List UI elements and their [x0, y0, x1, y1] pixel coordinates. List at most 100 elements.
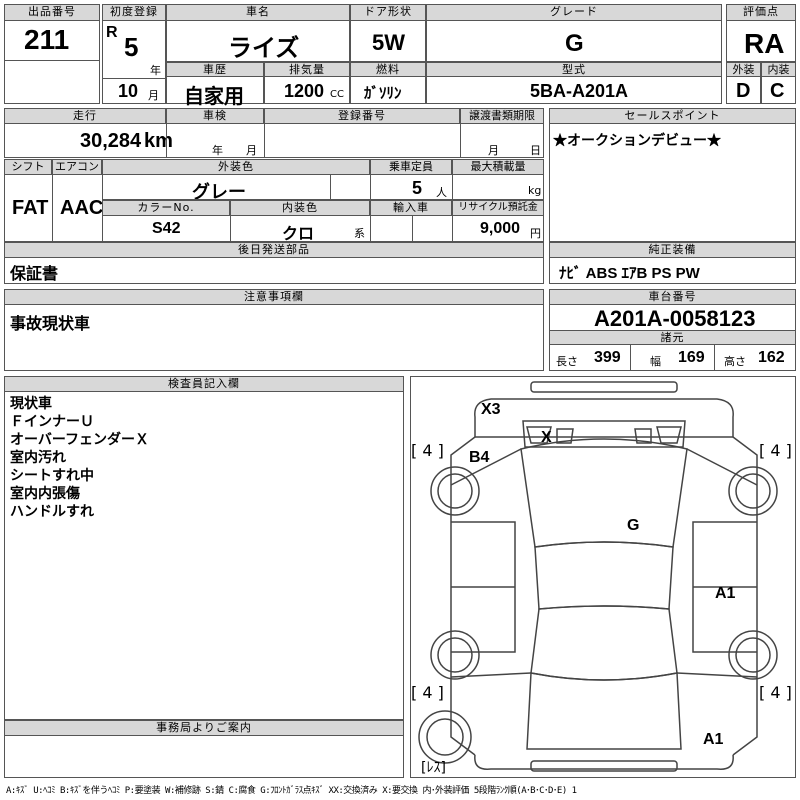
door-label: ドア形状: [350, 4, 426, 21]
score-value: RA: [744, 28, 785, 59]
shift-value: FAT: [12, 197, 49, 219]
tire-rear-left: [ 4 ]: [411, 683, 444, 702]
inspector-line: ＦインナーＵ: [10, 414, 94, 430]
spare-tire-label: [ﾚｽ]: [421, 760, 446, 776]
rear-right-wheel: [728, 630, 778, 680]
divider: [264, 108, 265, 158]
width-value: 169: [678, 349, 705, 366]
capacity-value: 5: [412, 178, 423, 198]
inspector-notes: 現状車 ＦインナーＵ オーバーフェンダーＸ 室内汚れ シートすれ中 室内内張傷 …: [10, 395, 149, 521]
recycle-value: 9,000: [480, 220, 521, 237]
lot-number-value: 211: [24, 24, 70, 55]
ac-value: AAC: [60, 197, 104, 219]
inspector-line: ハンドルすれ: [10, 504, 94, 520]
damage-mark-g: G: [627, 517, 640, 534]
divider: [166, 108, 167, 158]
interior-color-value: クロ: [282, 226, 315, 243]
divider: [630, 345, 631, 371]
sales-point-value: ★オークションデビュー★: [553, 132, 721, 148]
spare-tire: [418, 710, 472, 764]
inspection-month-unit: 月: [246, 144, 257, 157]
ac-label: エアコン: [52, 159, 102, 175]
lot-number-label: 出品番号: [4, 4, 100, 21]
inspector-line: 室内内張傷: [10, 486, 80, 502]
legend-text: A:ｷｽﾞ U:ﾍｺﾐ B:ｷｽﾞを伴うﾍｺﾐ P:要塗装 W:補修跡 S:錆 …: [6, 786, 577, 796]
history-label: 車歴: [166, 62, 264, 77]
later-parts-value: 保証書: [10, 264, 59, 283]
damage-mark-x3: X3: [481, 401, 501, 418]
front-left-wheel: [430, 466, 480, 516]
model-label: 型式: [426, 62, 722, 77]
era-value: R: [106, 24, 118, 41]
roof-shape: [534, 541, 674, 610]
divider: [102, 199, 544, 200]
mileage-label: 走行: [4, 108, 166, 124]
exterior-value: D: [736, 80, 751, 102]
car-name-label: 車名: [166, 4, 350, 21]
interior-color-unit: 系: [354, 227, 365, 240]
chassis-value: A201A-0058123: [594, 306, 756, 331]
rear-bumper-shape: [530, 760, 678, 772]
equipment-value: ﾅﾋﾞ ABS ｴｱB PS PW: [559, 265, 700, 282]
transfer-month-unit: 月: [488, 144, 499, 157]
max-load-label: 最大積載量: [452, 159, 544, 175]
grade-label: グレード: [426, 4, 722, 21]
sales-point-label: セールスポイント: [549, 108, 796, 124]
front-grille-shape: [522, 420, 686, 448]
divider: [102, 78, 166, 79]
transfer-deadline-label: 譲渡書類期限: [460, 108, 544, 124]
hood-shape: [474, 398, 734, 438]
inspector-line: 室内汚れ: [10, 450, 66, 466]
divider: [230, 200, 231, 242]
rear-window-shape: [530, 605, 678, 681]
front-bumper-shape: [530, 381, 678, 393]
displacement-unit: CC: [330, 89, 344, 100]
windshield-shape: [520, 438, 688, 548]
pillar-lines: [450, 448, 758, 678]
sales-point-box: [549, 108, 796, 242]
capacity-label: 乗車定員: [370, 159, 452, 175]
fuel-value: ｶﾞｿﾘﾝ: [364, 85, 402, 102]
history-value: 自家用: [184, 86, 244, 108]
score-label: 評価点: [726, 4, 796, 21]
month-unit: 月: [148, 89, 159, 102]
car-outline: [418, 381, 778, 772]
transfer-day-unit: 日: [530, 144, 541, 157]
mileage-value: 30,284: [80, 130, 142, 152]
divider: [714, 345, 715, 371]
exterior-color-value: グレー: [192, 182, 246, 202]
door-value: 5W: [372, 30, 405, 55]
interior-value: C: [770, 80, 785, 102]
office-label: 事務局よりご案内: [4, 720, 404, 736]
color-no-value: S42: [152, 220, 181, 237]
color-no-label: カラーNo.: [102, 200, 230, 216]
height-value: 162: [758, 349, 785, 366]
capacity-unit: 人: [436, 186, 447, 199]
length-value: 399: [594, 349, 621, 366]
fuel-label: 燃料: [350, 62, 426, 77]
displacement-label: 排気量: [264, 62, 350, 77]
tire-front-left: [ 4 ]: [411, 441, 444, 460]
width-label: 幅: [650, 355, 661, 368]
damage-mark-b4: B4: [469, 449, 490, 466]
divider: [460, 108, 461, 158]
trunk-shape: [526, 672, 682, 750]
notes-label: 注意事項欄: [4, 289, 544, 305]
displacement-value: 1200: [284, 81, 325, 101]
model-value: 5BA-A201A: [530, 81, 629, 101]
damage-mark-a1-right: A1: [715, 585, 736, 602]
left-body-line: [450, 436, 476, 756]
shift-label: シフト: [4, 159, 52, 175]
inspector-box: [4, 376, 404, 720]
recycle-label: リサイクル預託金: [452, 200, 544, 216]
divider: [412, 216, 413, 242]
rear-panel-shape: [474, 754, 734, 770]
grade-value: G: [565, 30, 584, 57]
year-value: 5: [124, 32, 139, 62]
divider: [330, 175, 331, 199]
rear-left-wheel: [430, 630, 480, 680]
inspector-line: オーバーフェンダーＸ: [10, 432, 150, 448]
inspection-label: 車検: [166, 108, 264, 124]
front-right-wheel: [728, 466, 778, 516]
mileage-unit: km: [144, 130, 173, 152]
